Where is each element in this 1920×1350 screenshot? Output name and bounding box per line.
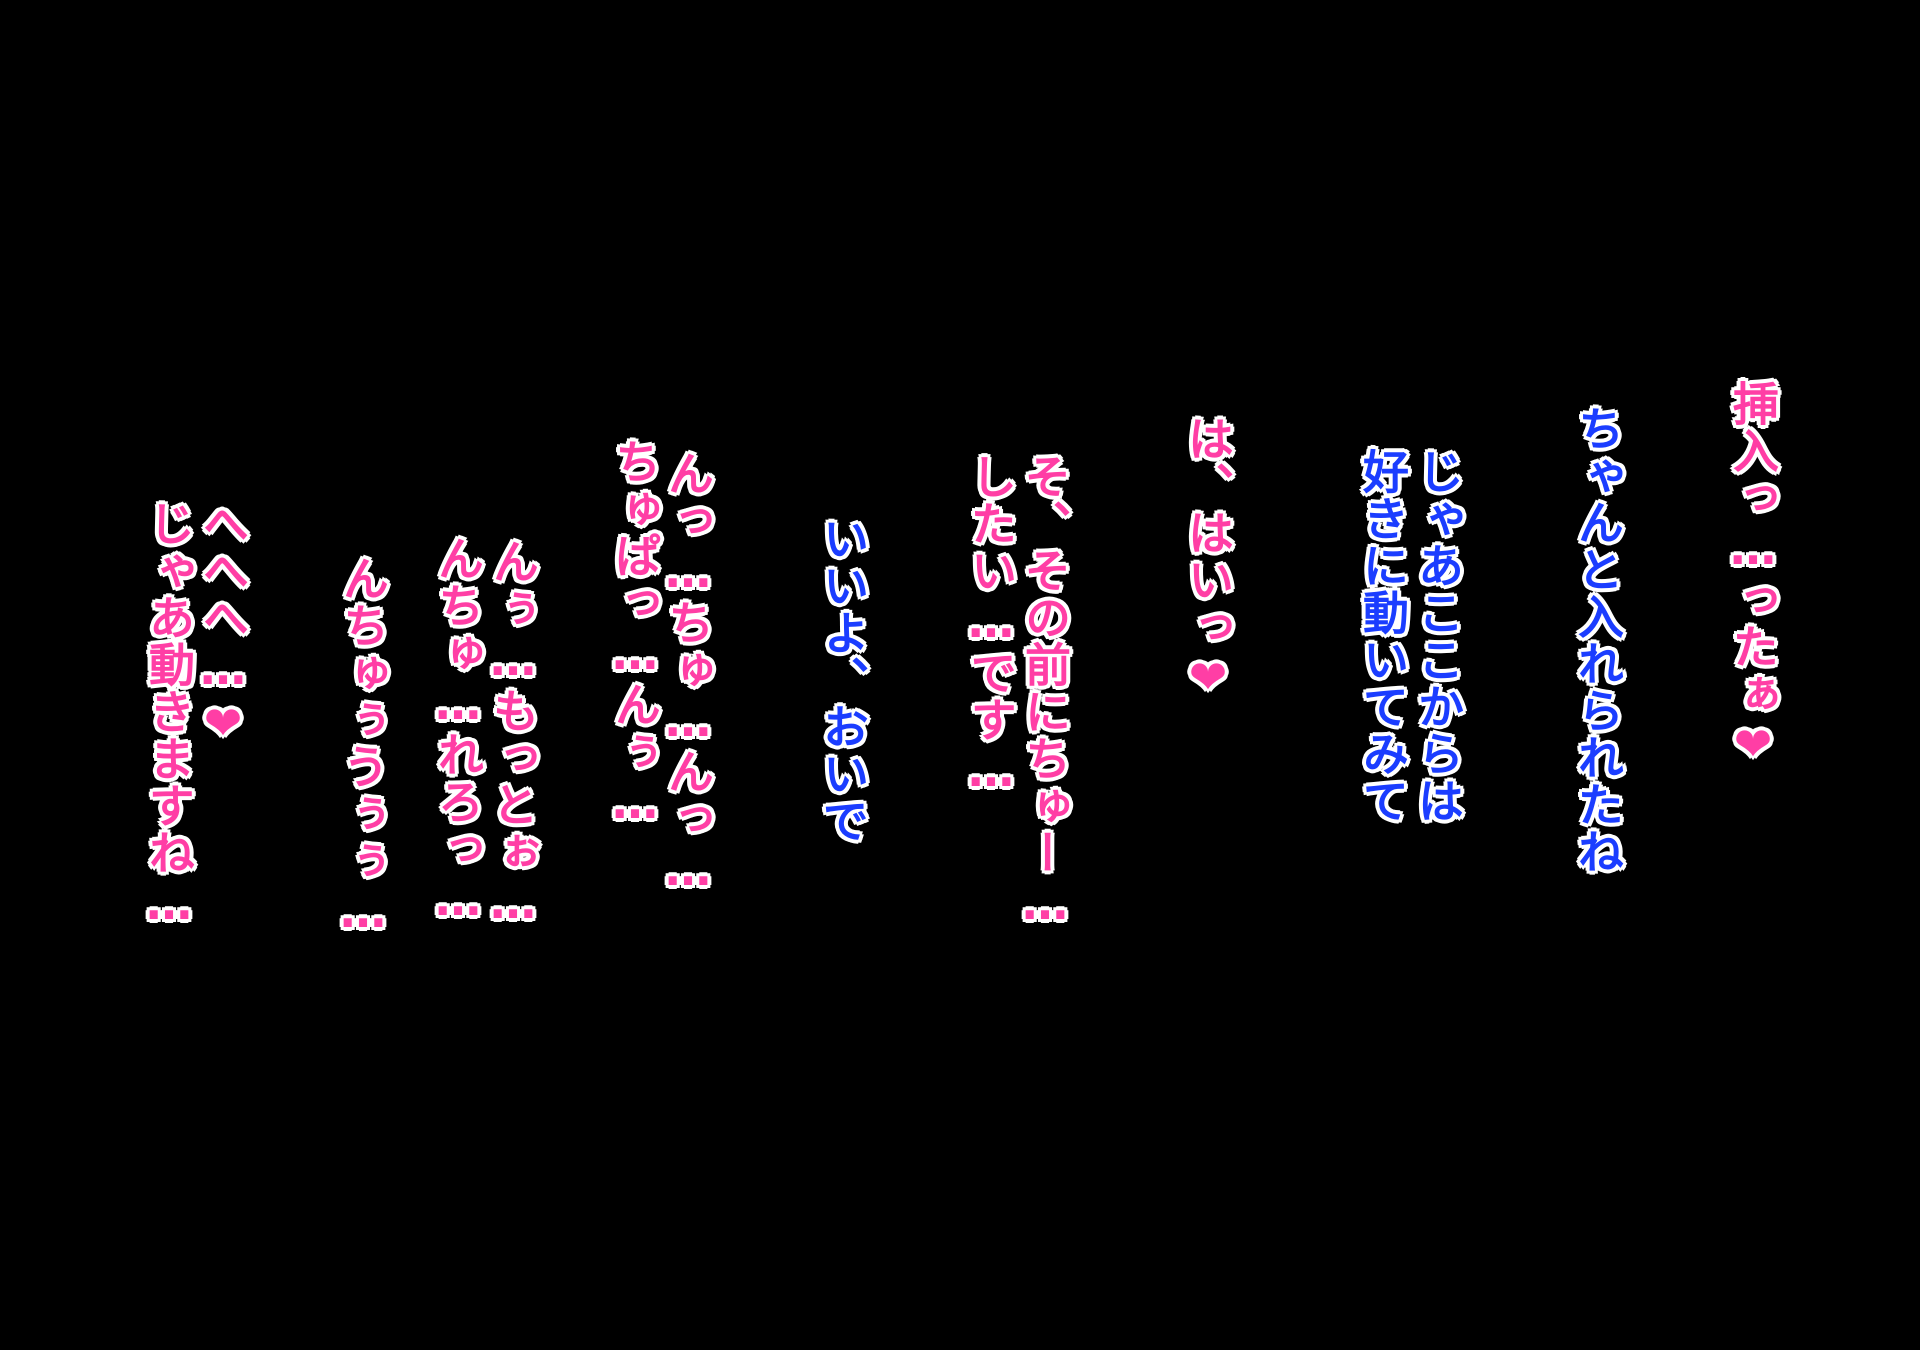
dialogue-line-8: いいよ、おいで bbox=[816, 515, 870, 844]
dialogue-line-12: んちゅ…れろっ… bbox=[431, 535, 485, 927]
dialogue-line-14: へへへ…❤ bbox=[196, 500, 250, 751]
dialogue-line-7: したい…です… bbox=[964, 453, 1018, 798]
dialogue-line-1: 挿入っ…ったぁ❤ bbox=[1726, 380, 1780, 772]
dialogue-line-13: んちゅぅうぅぅ… bbox=[336, 555, 390, 939]
dialogue-line-6: そ、その前にちゅー… bbox=[1018, 453, 1072, 931]
dialogue-line-4: 好きに動いてみて bbox=[1356, 448, 1410, 824]
dialogue-line-3: じゃあここからは bbox=[1411, 448, 1465, 824]
dialogue-line-15: じゃあ動きますね… bbox=[142, 500, 196, 931]
dialogue-line-11: んぅ…もっとぉ… bbox=[486, 538, 540, 930]
dialogue-line-2: ちゃんと入れられたね bbox=[1571, 405, 1625, 875]
dialogue-line-9: んっ…ちゅ…んっ… bbox=[661, 450, 715, 897]
dialogue-line-5: は、はいっ❤ bbox=[1181, 415, 1235, 705]
dialogue-line-10: ちゅぱっ…んぅ… bbox=[608, 438, 662, 830]
